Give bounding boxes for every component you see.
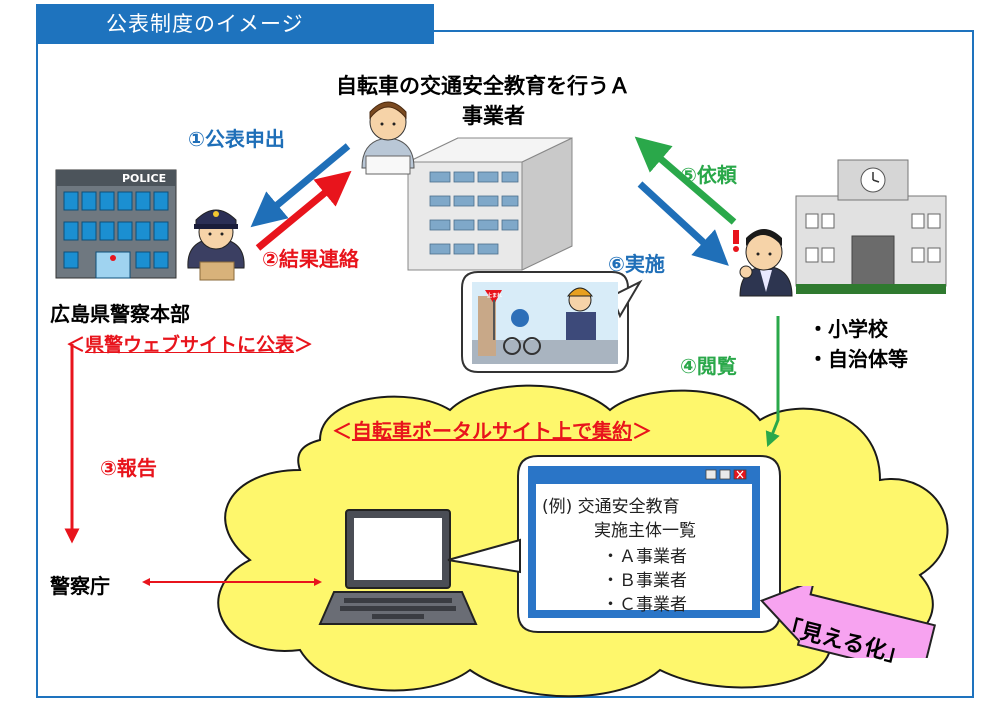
npa-name: 警察庁 xyxy=(50,574,110,598)
step5-label: ⑤依頼 xyxy=(680,163,737,187)
arrow-step4 xyxy=(765,316,780,447)
portal-heading: ＜自転車ポータルサイト上で集約＞ xyxy=(332,415,652,444)
arrow-step5 xyxy=(634,136,737,225)
arrow-step2 xyxy=(255,170,352,251)
step2-label: ②結果連絡 xyxy=(262,247,359,271)
police-officer-icon xyxy=(187,209,245,281)
step1-label: ①公表申出 xyxy=(188,127,285,151)
screen-line2: 実施主体一覧 xyxy=(594,521,696,541)
teacher-icon xyxy=(733,229,793,297)
portal-suffix: ＞ xyxy=(632,419,652,443)
step4-label: ④閲覧 xyxy=(680,354,737,378)
police-hq-name: 広島県警察本部 xyxy=(50,302,190,326)
school-item-elementary: ・小学校 xyxy=(808,317,888,341)
school-building-icon xyxy=(795,159,947,294)
business-title-line1: 自転車の交通安全教育を行うＡ xyxy=(336,74,630,98)
portal-title: 自転車ポータルサイト上で集約 xyxy=(352,419,632,443)
step3-label: ③報告 xyxy=(100,456,157,480)
laptop-icon xyxy=(318,509,478,625)
arrow-step1 xyxy=(250,143,351,228)
diagram-title: 公表制度のイメージ xyxy=(36,4,434,44)
police-hq-site-note: ＜県警ウェブサイトに公表＞ xyxy=(66,330,313,357)
portal-screen-callout xyxy=(447,455,781,633)
diagram-frame xyxy=(36,30,974,698)
screen-item-a: ・Ａ事業者 xyxy=(602,547,687,567)
business-title-line2: 事業者 xyxy=(462,104,525,128)
portal-prefix: ＜ xyxy=(332,419,352,443)
screen-line1: (例) 交通安全教育 xyxy=(542,497,680,517)
site-prefix: ＜ xyxy=(66,334,86,356)
police-sign: POLICE xyxy=(122,172,167,185)
screen-item-c: ・Ｃ事業者 xyxy=(602,595,687,615)
office-building-icon xyxy=(407,137,573,271)
mieruka-badge xyxy=(759,586,937,658)
business-person-icon xyxy=(361,101,415,175)
bike-scene-bubble xyxy=(461,271,643,373)
police-building-icon xyxy=(55,169,177,279)
police-site-link: 県警ウェブサイトに公表 xyxy=(85,334,295,356)
stop-sign-text: 止まれ xyxy=(487,293,503,299)
school-item-municipality: ・自治体等 xyxy=(808,347,908,371)
step6-label: ⑥実施 xyxy=(608,252,665,276)
screen-item-b: ・Ｂ事業者 xyxy=(602,571,687,591)
arrow-step6 xyxy=(637,181,729,266)
site-suffix: ＞ xyxy=(294,334,314,356)
